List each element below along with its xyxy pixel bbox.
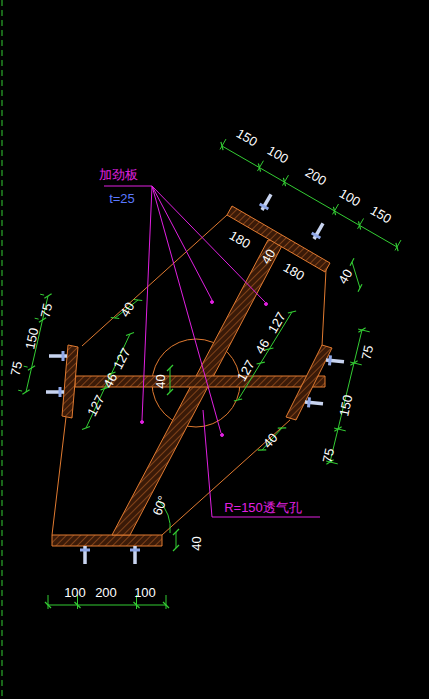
bolt-nut <box>59 387 62 397</box>
extension-line <box>220 139 226 149</box>
dimension-text: 100 <box>64 586 86 599</box>
dimension-tick <box>350 258 354 265</box>
dimension-text: 40 <box>118 299 136 318</box>
dimension-text: 127 <box>266 309 288 334</box>
dimension-tick <box>258 449 266 451</box>
dimension-line <box>238 312 292 400</box>
dimension-tick <box>167 389 173 395</box>
dimension-tick <box>126 333 134 336</box>
stiffener-outline <box>52 215 326 535</box>
extension-line <box>24 366 28 368</box>
extension-line <box>257 161 263 171</box>
bolt-nut <box>309 397 310 407</box>
dimension-text: 75 <box>359 344 375 361</box>
dimension-text: 60° <box>151 494 170 517</box>
bolt-nut <box>62 351 65 361</box>
extension-line <box>395 240 401 250</box>
dimension-tick <box>278 427 286 429</box>
dimension-text: 75 <box>320 447 336 464</box>
dimension-line <box>170 368 171 392</box>
extension-line <box>40 294 44 296</box>
bolt-nut <box>312 233 321 238</box>
dimension-text: 180 <box>281 260 306 282</box>
dimension-text: 180 <box>227 228 252 250</box>
note-label: 加劲板 <box>99 168 138 181</box>
dimension-tick <box>28 366 35 371</box>
dimension-text: 40 <box>336 266 354 285</box>
dimension-text: 75 <box>8 360 24 377</box>
dimension-text: 200 <box>95 586 117 599</box>
dimension-line <box>48 605 166 606</box>
bolt-group <box>46 194 344 564</box>
extension-line <box>48 595 49 609</box>
dimension-tick <box>44 294 51 299</box>
dimension-line <box>222 146 397 247</box>
steel-plate <box>52 206 332 546</box>
extension-line <box>333 204 339 214</box>
extension-line <box>166 595 167 609</box>
dimension-tick <box>173 529 179 535</box>
dimension-line <box>176 532 177 548</box>
dimension-text: 127 <box>111 345 133 370</box>
extension-line <box>358 329 370 332</box>
dimension-line <box>330 330 362 462</box>
dimension-line <box>115 300 138 318</box>
note-label: t=25 <box>109 192 135 205</box>
dimension-tick <box>134 299 142 300</box>
bolt-nut <box>80 549 90 552</box>
border-line <box>2 0 3 699</box>
extension-line <box>358 218 364 228</box>
dimension-text: 150 <box>337 393 354 417</box>
dimension-text: 100 <box>337 186 362 208</box>
dimension-text: 40 <box>190 536 203 550</box>
dimension-tick <box>111 317 119 318</box>
dimension-text: 40 <box>154 374 167 388</box>
dimension-tick <box>257 362 265 364</box>
dimension-tick <box>167 365 173 371</box>
bolt-nut <box>260 204 269 209</box>
dimension-text: 100 <box>265 143 290 165</box>
extension-line <box>18 390 22 392</box>
extension-line <box>334 428 346 431</box>
dimension-tick <box>288 311 296 313</box>
extension-line <box>35 318 39 320</box>
dimension-text: 150 <box>23 326 40 350</box>
dimension-text: 46 <box>253 336 271 355</box>
dimension-text: 150 <box>234 126 259 148</box>
dimension-tick <box>82 427 90 430</box>
dimension-tick <box>22 390 29 395</box>
dimension-text: 200 <box>303 165 328 187</box>
dimension-text: 75 <box>38 302 54 319</box>
dimension-lines <box>18 139 401 609</box>
dimension-text: 150 <box>368 203 393 225</box>
extension-line <box>350 362 362 365</box>
bolt-nut <box>330 355 331 365</box>
dimension-tick <box>173 545 179 551</box>
extension-line <box>282 175 288 185</box>
note-label: R=150透气孔 <box>224 501 302 514</box>
dimension-tick <box>39 318 46 323</box>
dimension-text: 100 <box>134 586 156 599</box>
leader-lines <box>104 186 320 517</box>
dimension-tick <box>234 399 242 401</box>
bolt-nut <box>130 549 140 552</box>
dimension-tick <box>358 284 362 291</box>
dimension-text: 127 <box>85 392 107 417</box>
